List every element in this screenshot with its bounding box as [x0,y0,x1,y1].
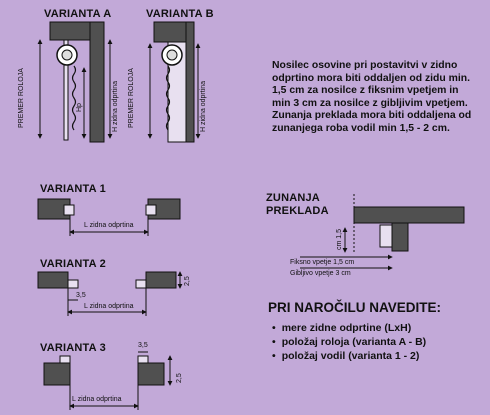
varianta-1-dim: L zidna odprtina [84,222,134,229]
order-list: mere zidne odprtine (LxH) položaj roloja… [272,321,427,363]
varianta-3-dim: L zidna odprtina [72,396,122,403]
varianta-2-d1: 3,5 [76,292,86,299]
varianta-2-title: VARIANTA 2 [40,258,106,270]
order-heading: PRI NAROČILU NAVEDITE: [268,300,442,315]
varianta-3-d1: 3,5 [138,342,148,349]
hp-label: Hp [76,103,83,112]
premer-roloja-a-label: PREMER ROLOJA [18,68,25,128]
varianta-a-drawing [37,21,113,143]
varianta-1-drawing [37,198,181,236]
varianta-3-d2: 2,5 [176,373,183,383]
preklada-gibljivo: Gibljivo vpetje 3 cm [290,270,351,277]
preklada-fiksno: Fiksno vpetje 1,5 cm [290,259,355,266]
varianta-3-title: VARIANTA 3 [40,342,106,354]
installation-note: Nosilec osovine pri postavitvi v zidno o… [272,60,472,134]
varianta-b-drawing [147,21,201,143]
varianta-3-drawing [43,351,173,410]
preklada-drawing [300,194,465,271]
varianta-1-title: VARIANTA 1 [40,183,106,195]
varianta-2-drawing [37,271,183,316]
varianta-2-dim: L zidna odprtina [84,303,134,310]
h-zidna-a-label: H zidna odprtina [112,81,119,132]
order-item: položaj roloja (varianta A - B) [272,335,427,349]
varianta-a-title: VARIANTA A [44,8,112,20]
preklada-title: ZUNANJA PREKLADA [266,192,329,217]
order-item: mere zidne odprtine (LxH) [272,321,426,335]
h-zidna-b-label: H zidna odprtina [200,81,207,132]
varianta-b-title: VARIANTA B [146,8,214,20]
premer-roloja-b-label: PREMER ROLOJA [128,68,135,128]
varianta-2-d2: 2,5 [184,276,191,286]
preklada-cm15: cm 1,5 [336,228,343,250]
order-item: položaj vodil (varianta 1 - 2) [272,349,426,363]
